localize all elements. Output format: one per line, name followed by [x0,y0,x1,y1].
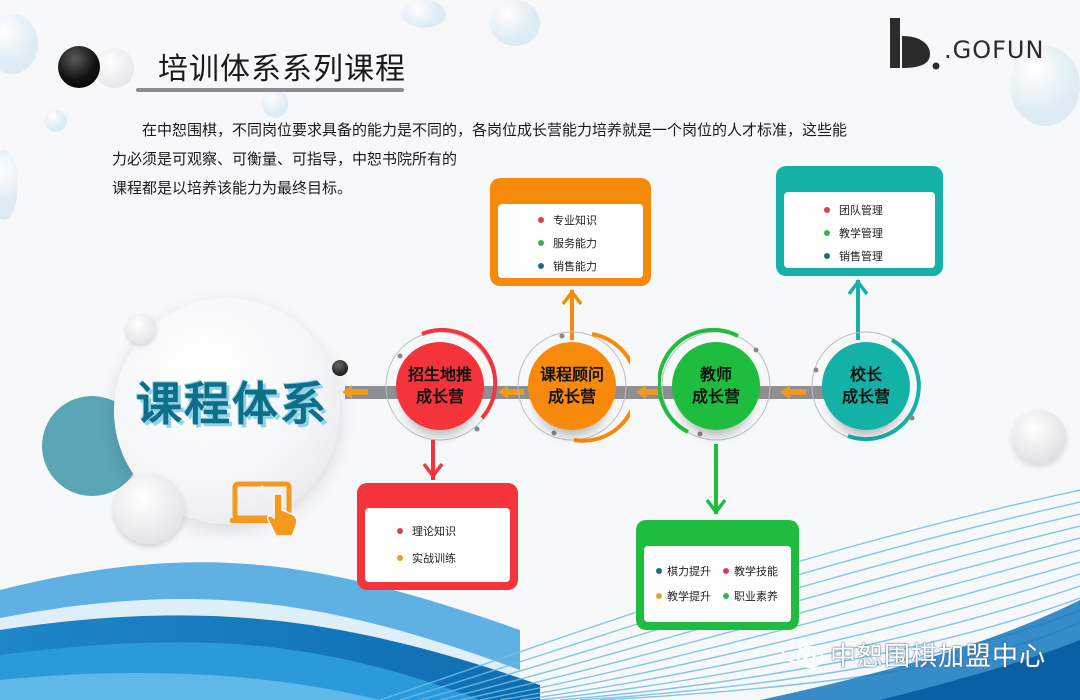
bullet-dot-icon [824,253,830,259]
arrow-left-icon [342,385,368,399]
arrow-up-icon [561,289,583,306]
decor-ball [126,314,156,344]
node-consultant[interactable]: 课程顾问 成长营 [528,342,616,430]
ring-enrollment [385,328,498,441]
decor-bubble [262,90,288,118]
arrow-left-icon [636,385,662,399]
connector-teacher [714,444,718,514]
node-principal-line2: 成长营 [841,387,890,406]
arrow-left-icon [780,385,806,399]
bullet-dot-icon [397,528,403,534]
ring-consultant [517,331,630,443]
node-enrollment-line2: 成长营 [415,387,464,406]
node-consultant-line2: 成长营 [547,387,596,406]
list-item: 团队管理 [824,202,883,218]
decor-bubble [1010,46,1080,126]
connector-enrollment [431,440,435,480]
decor-bubble [0,14,38,74]
arrow-down-icon [705,498,727,515]
center-title: 课程体系 [136,377,328,431]
list-item: 教学管理 [824,225,883,241]
go-stone-black-icon [332,360,348,376]
node-teacher[interactable]: 教师 成长营 [672,342,760,430]
decor-bubble [490,0,540,46]
box-teacher-body [644,546,791,622]
ring-principal [811,331,921,442]
node-teacher-line1: 教师 [699,365,732,384]
gofun-logo-icon [890,18,940,70]
intro-line-1: 在中恕围棋，不同岗位要求具备的能力是不同的，各岗位成长营能力培养就是一个岗位的人… [142,121,848,139]
box-principal-body [784,192,935,268]
intro-paragraph: 在中恕围棋，不同岗位要求具备的能力是不同的，各岗位成长营能力培养就是一个岗位的人… [112,116,992,203]
bullet-dot-icon [723,568,729,574]
bullet-dot-icon [656,593,662,599]
box-enrollment: 理论知识 实战训练 [357,483,518,590]
list-item: 销售能力 [538,258,597,274]
decor-bubble [402,0,446,28]
node-teacher-line2: 成长营 [691,387,740,406]
decor-ball [1012,410,1066,464]
bullet-dot-icon [538,217,544,223]
intro-line-3: 课程都是以培养该能力为最终目标。 [112,179,353,197]
bullet-dot-icon [824,207,830,213]
go-stone-white-icon [94,48,134,88]
title-underline [136,88,404,92]
arrow-left-icon [498,385,524,399]
node-consultant-line1: 课程顾问 [539,365,604,384]
box-enrollment-body [365,508,510,582]
decor-bubble [45,110,67,132]
node-enrollment[interactable]: 招生地推 成长营 [396,342,484,430]
node-enrollment-line1: 招生地推 [407,365,472,384]
tablet-touch-icon [230,481,298,537]
bullet-dot-icon [538,263,544,269]
node-principal[interactable]: 校长 成长营 [822,342,910,430]
list-item: 服务能力 [538,235,597,251]
page-title: 培训体系系列课程 [158,52,406,87]
list-item: 销售管理 [824,248,883,264]
connector-consultant [570,290,574,340]
connector-principal [856,280,860,340]
bullet-dot-icon [824,230,830,236]
decor-bubble [0,150,18,220]
bullet-dot-icon [397,555,403,561]
box-consultant-body [498,204,643,278]
list-item: 理论知识 [397,523,456,539]
list-item: 专业知识 [538,212,597,228]
arrow-down-icon [422,462,444,479]
box-principal: 团队管理 教学管理 销售管理 [776,166,943,276]
ring-teacher [658,328,771,441]
box-consultant: 专业知识 服务能力 销售能力 [490,178,651,286]
watermark-text: 中恕围棋加盟中心 [830,642,1047,672]
arrow-up-icon [847,279,869,296]
logo-text: .GOFUN [944,36,1045,64]
list-item: 教学技能 [723,563,778,579]
list-item: 实战训练 [397,550,456,566]
list-item: 棋力提升 [656,563,711,579]
list-item: 职业素养 [723,588,778,604]
go-stone-black-icon [58,46,100,88]
list-item: 教学提升 [656,588,711,604]
node-principal-line1: 校长 [849,365,882,384]
bullet-dot-icon [656,568,662,574]
box-teacher: 棋力提升 教学技能 教学提升 职业素养 [636,520,799,630]
intro-line-2: 力必须是可观察、可衡量、可指导，中恕书院所有的 [112,150,458,168]
bullet-dot-icon [723,593,729,599]
decor-ball [114,474,184,544]
bullet-dot-icon [538,240,544,246]
wechat-icon [782,639,823,668]
